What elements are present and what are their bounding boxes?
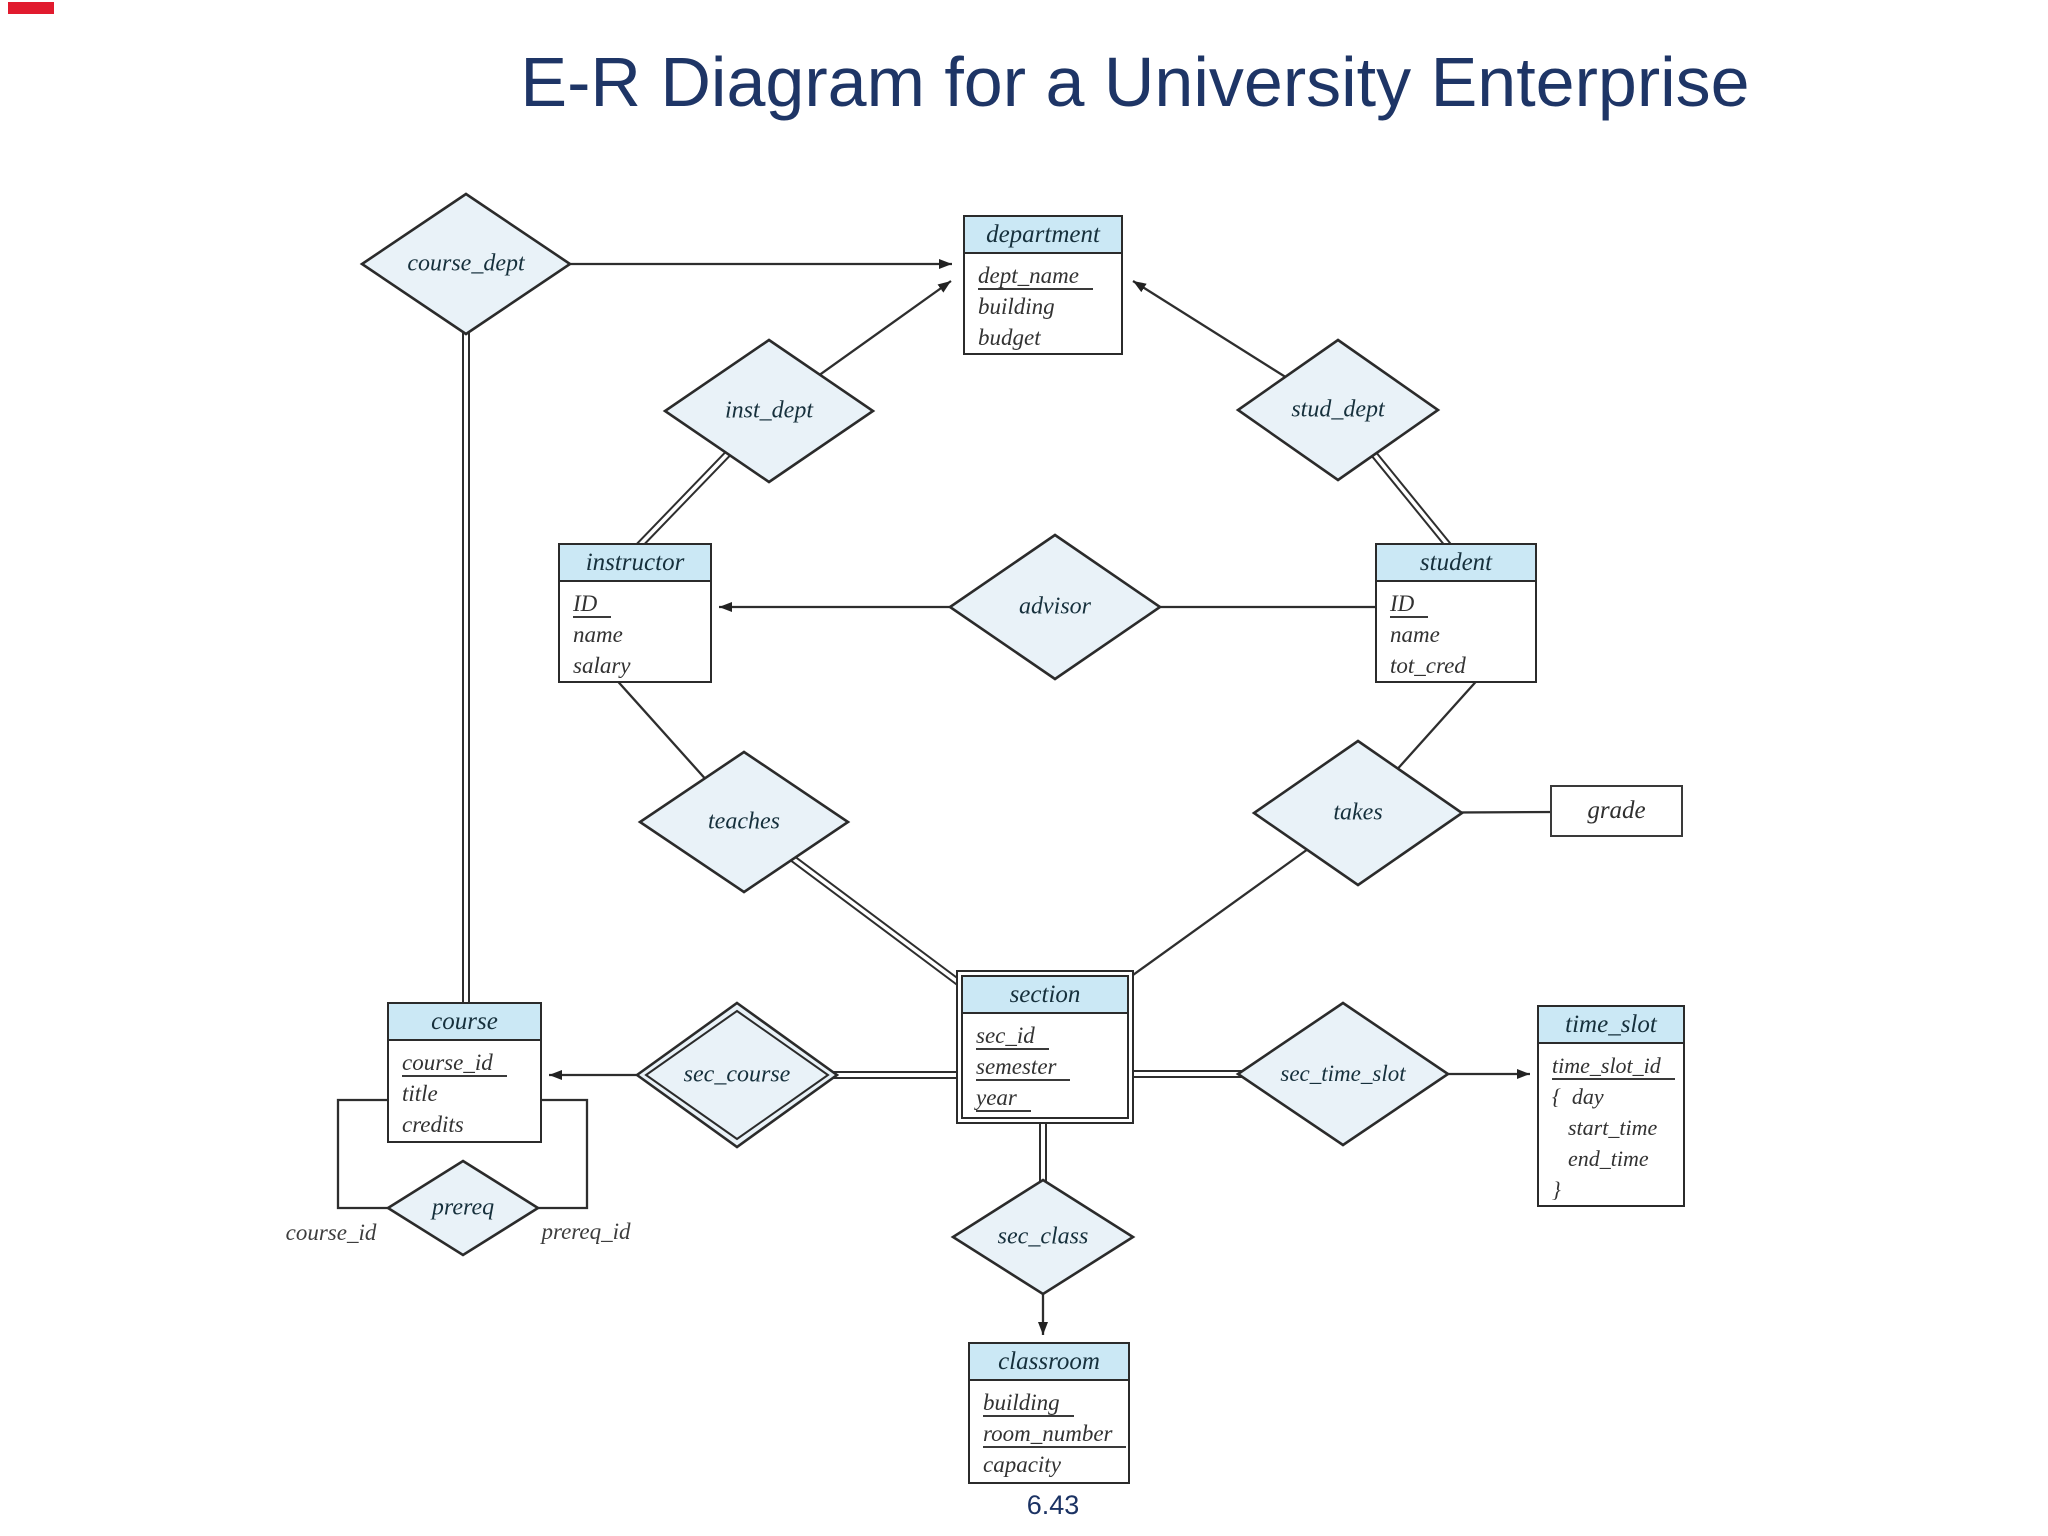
- diamond-sec-time-slot: [1235, 1001, 1451, 1147]
- relationship-label-inst-dept: inst_dept: [725, 397, 813, 424]
- attribute-box-grade: grade: [1550, 785, 1683, 837]
- attribute-salary: salary: [573, 653, 631, 678]
- diamond-takes: [1251, 739, 1465, 887]
- entity-title-classroom: classroom: [970, 1344, 1128, 1381]
- attribute-room-number: room_number: [983, 1421, 1127, 1448]
- relationship-label-course-dept: course_dept: [407, 250, 525, 277]
- page-number: 6.43: [1026, 1490, 1080, 1520]
- diamond-advisor: [947, 533, 1163, 681]
- edge-prereq-course-id-loop: [336, 1098, 392, 1210]
- entity-title-course: course: [389, 1004, 540, 1041]
- diamond-prereq: [385, 1159, 541, 1257]
- attribute-day: day: [1571, 1084, 1604, 1109]
- role-label-prereq-id: prereq_id: [541, 1219, 631, 1244]
- relationship-label-takes: takes: [1333, 799, 1383, 826]
- relationship-label-advisor: advisor: [1019, 593, 1091, 620]
- attribute-time-slot-id: time_slot_id: [1552, 1053, 1675, 1080]
- slide-title: E-R Diagram for a University Enterprise: [520, 43, 1750, 121]
- attribute-start-time: start_time: [1568, 1115, 1658, 1140]
- attribute-id: ID: [1390, 591, 1429, 618]
- relationship-label-sec-course: sec_course: [683, 1061, 791, 1088]
- entity-student: student ID name tot_cred: [1375, 543, 1537, 683]
- entity-section: section sec_id semester year: [956, 970, 1134, 1124]
- attribute-semester: semester: [976, 1054, 1071, 1081]
- attribute-year: year: [976, 1085, 1031, 1112]
- edge-prereq-prereq-id-loop: [534, 1098, 589, 1210]
- diamond-inst-dept: [662, 338, 876, 484]
- relationship-label-sec-time-slot: sec_time_slot: [1280, 1061, 1406, 1086]
- attribute-tot-cred: tot_cred: [1390, 653, 1466, 678]
- brace-open: {: [1552, 1084, 1561, 1109]
- diamond-teaches: [637, 750, 851, 894]
- attribute-title: title: [402, 1081, 438, 1106]
- attribute-building: building: [983, 1390, 1074, 1417]
- attribute-dept-name: dept_name: [978, 263, 1093, 290]
- diamond-sec-course-inner: [644, 1009, 830, 1141]
- attribute-grade: grade: [1587, 797, 1646, 824]
- attribute-budget: budget: [978, 325, 1041, 350]
- attribute-capacity: capacity: [983, 1452, 1061, 1477]
- entity-title-department: department: [965, 217, 1121, 254]
- diamond-course-dept: [359, 192, 573, 336]
- diamond-sec-class: [950, 1178, 1136, 1296]
- relationship-label-teaches: teaches: [708, 808, 780, 835]
- attribute-course-id: course_id: [402, 1050, 507, 1077]
- attribute-building: building: [978, 294, 1055, 319]
- slide-corner-red-mark: [8, 2, 54, 14]
- relationship-label-stud-dept: stud_dept: [1291, 396, 1385, 423]
- entity-title-section: section: [963, 977, 1127, 1014]
- entity-title-instructor: instructor: [560, 545, 710, 582]
- role-label-course-id: course_id: [285, 1220, 377, 1245]
- entity-classroom: classroom building room_number capacity: [968, 1342, 1130, 1484]
- entity-title-time-slot: time_slot: [1539, 1007, 1683, 1044]
- entity-instructor: instructor ID name salary: [558, 543, 712, 683]
- attribute-name: name: [573, 622, 623, 647]
- attribute-end-time: end_time: [1568, 1146, 1649, 1171]
- brace-close: }: [1552, 1177, 1561, 1202]
- entity-title-student: student: [1377, 545, 1535, 582]
- attribute-credits: credits: [402, 1112, 464, 1137]
- diamond-sec-course-outer: [634, 1001, 840, 1149]
- attribute-name: name: [1390, 622, 1440, 647]
- relationship-label-sec-class: sec_class: [997, 1223, 1089, 1250]
- attribute-sec-id: sec_id: [976, 1023, 1049, 1050]
- entity-department: department dept_name building budget: [963, 215, 1123, 355]
- relationship-label-prereq: prereq: [431, 1194, 495, 1221]
- entity-course: course course_id title credits: [387, 1002, 542, 1143]
- diamond-stud-dept: [1235, 338, 1441, 482]
- attribute-id: ID: [573, 591, 612, 618]
- entity-section-inner-border: section sec_id semester year: [961, 975, 1129, 1119]
- entity-time-slot: time_slot time_slot_id { day start_time …: [1537, 1005, 1685, 1207]
